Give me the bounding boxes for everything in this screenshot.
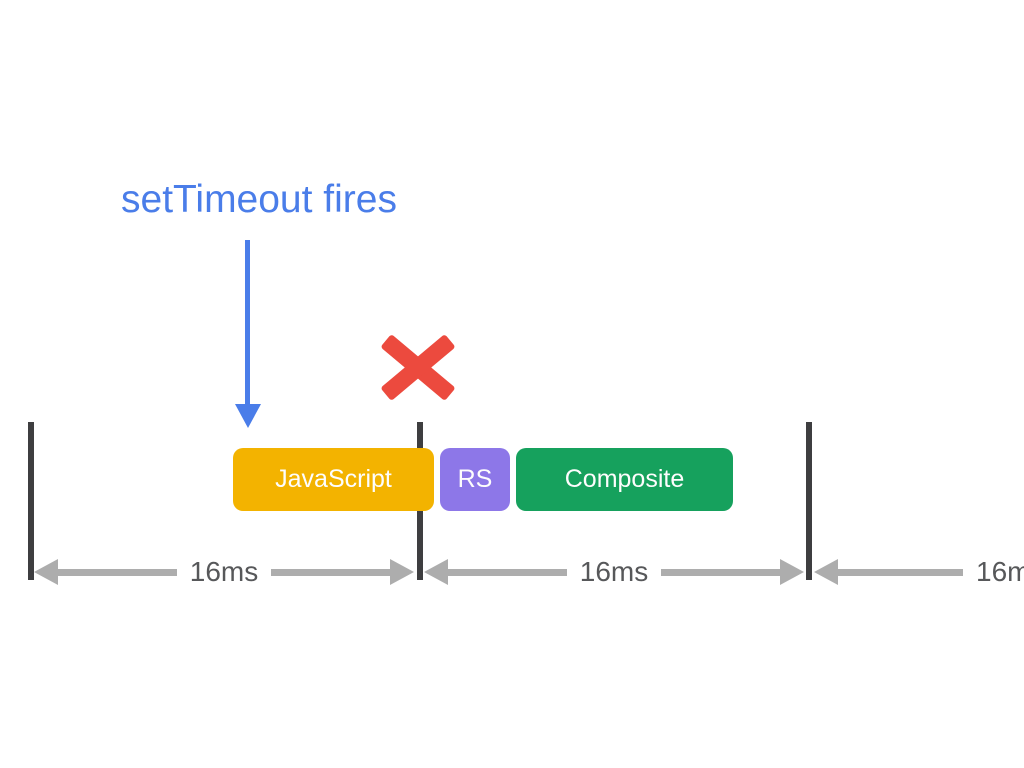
arrow-right-icon: [390, 559, 414, 585]
frame-duration-measure-1: 16ms: [34, 558, 414, 586]
frame-boundary-tick-1: [28, 422, 34, 580]
frame-duration-measure-2: 16ms: [424, 558, 804, 586]
down-arrow-head: [235, 404, 261, 428]
arrow-left-icon: [814, 559, 838, 585]
frame-boundary-tick-3: [806, 422, 812, 580]
down-arrow-shaft: [245, 240, 250, 406]
settimeout-fires-label: setTimeout fires: [121, 178, 397, 221]
render-style-task-block: RS: [440, 448, 510, 511]
frame-duration-label-3: 16ms: [976, 556, 1024, 587]
down-arrow-icon: [234, 240, 262, 428]
frame-duration-label-2: 16ms: [579, 556, 649, 587]
composite-task-block: Composite: [516, 448, 733, 511]
missed-frame-x-icon: [380, 333, 456, 402]
arrow-left-icon: [34, 559, 58, 585]
arrow-right-icon: [780, 559, 804, 585]
frame-duration-measure-3: 16ms: [814, 558, 1024, 586]
javascript-task-block: JavaScript: [233, 448, 434, 511]
frame-duration-label-1: 16ms: [189, 556, 259, 587]
arrow-left-icon: [424, 559, 448, 585]
